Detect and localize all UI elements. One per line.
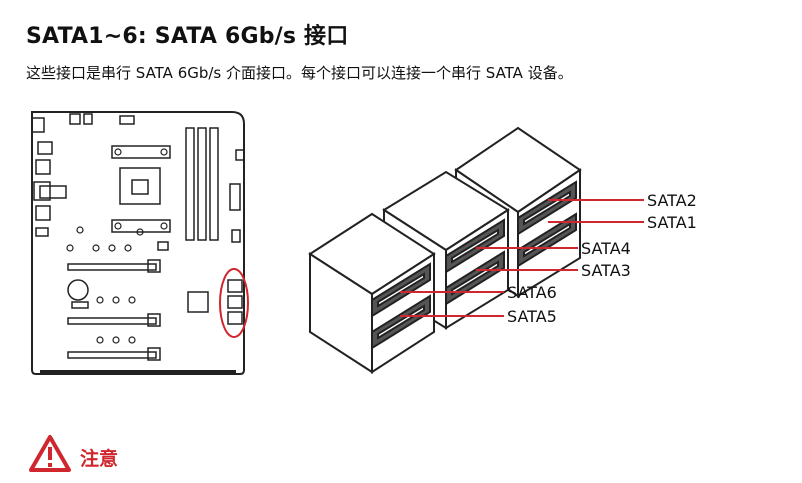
page-title: SATA1~6: SATA 6Gb/s 接口	[26, 24, 349, 49]
label-sata1: SATA1	[647, 213, 697, 232]
motherboard-diagram	[31, 111, 245, 375]
sata-location-highlight	[219, 268, 249, 338]
callout-lines	[400, 199, 644, 317]
label-sata5: SATA5	[507, 307, 557, 326]
label-sata4: SATA4	[581, 239, 631, 258]
note-label: 注意	[80, 447, 119, 470]
label-sata6: SATA6	[507, 283, 557, 302]
label-sata2: SATA2	[647, 191, 697, 210]
sata-connector-stack	[308, 126, 582, 374]
sata-diagram: SATA2 SATA1 SATA4 SATA3 SATA6 SATA5	[31, 111, 697, 375]
note-heading: 注意	[28, 434, 118, 474]
section-description: 这些接口是串行 SATA 6Gb/s 介面接口。每个接口可以连接一个串行 SAT…	[26, 64, 573, 82]
label-sata3: SATA3	[581, 261, 631, 280]
warning-icon	[29, 435, 71, 472]
